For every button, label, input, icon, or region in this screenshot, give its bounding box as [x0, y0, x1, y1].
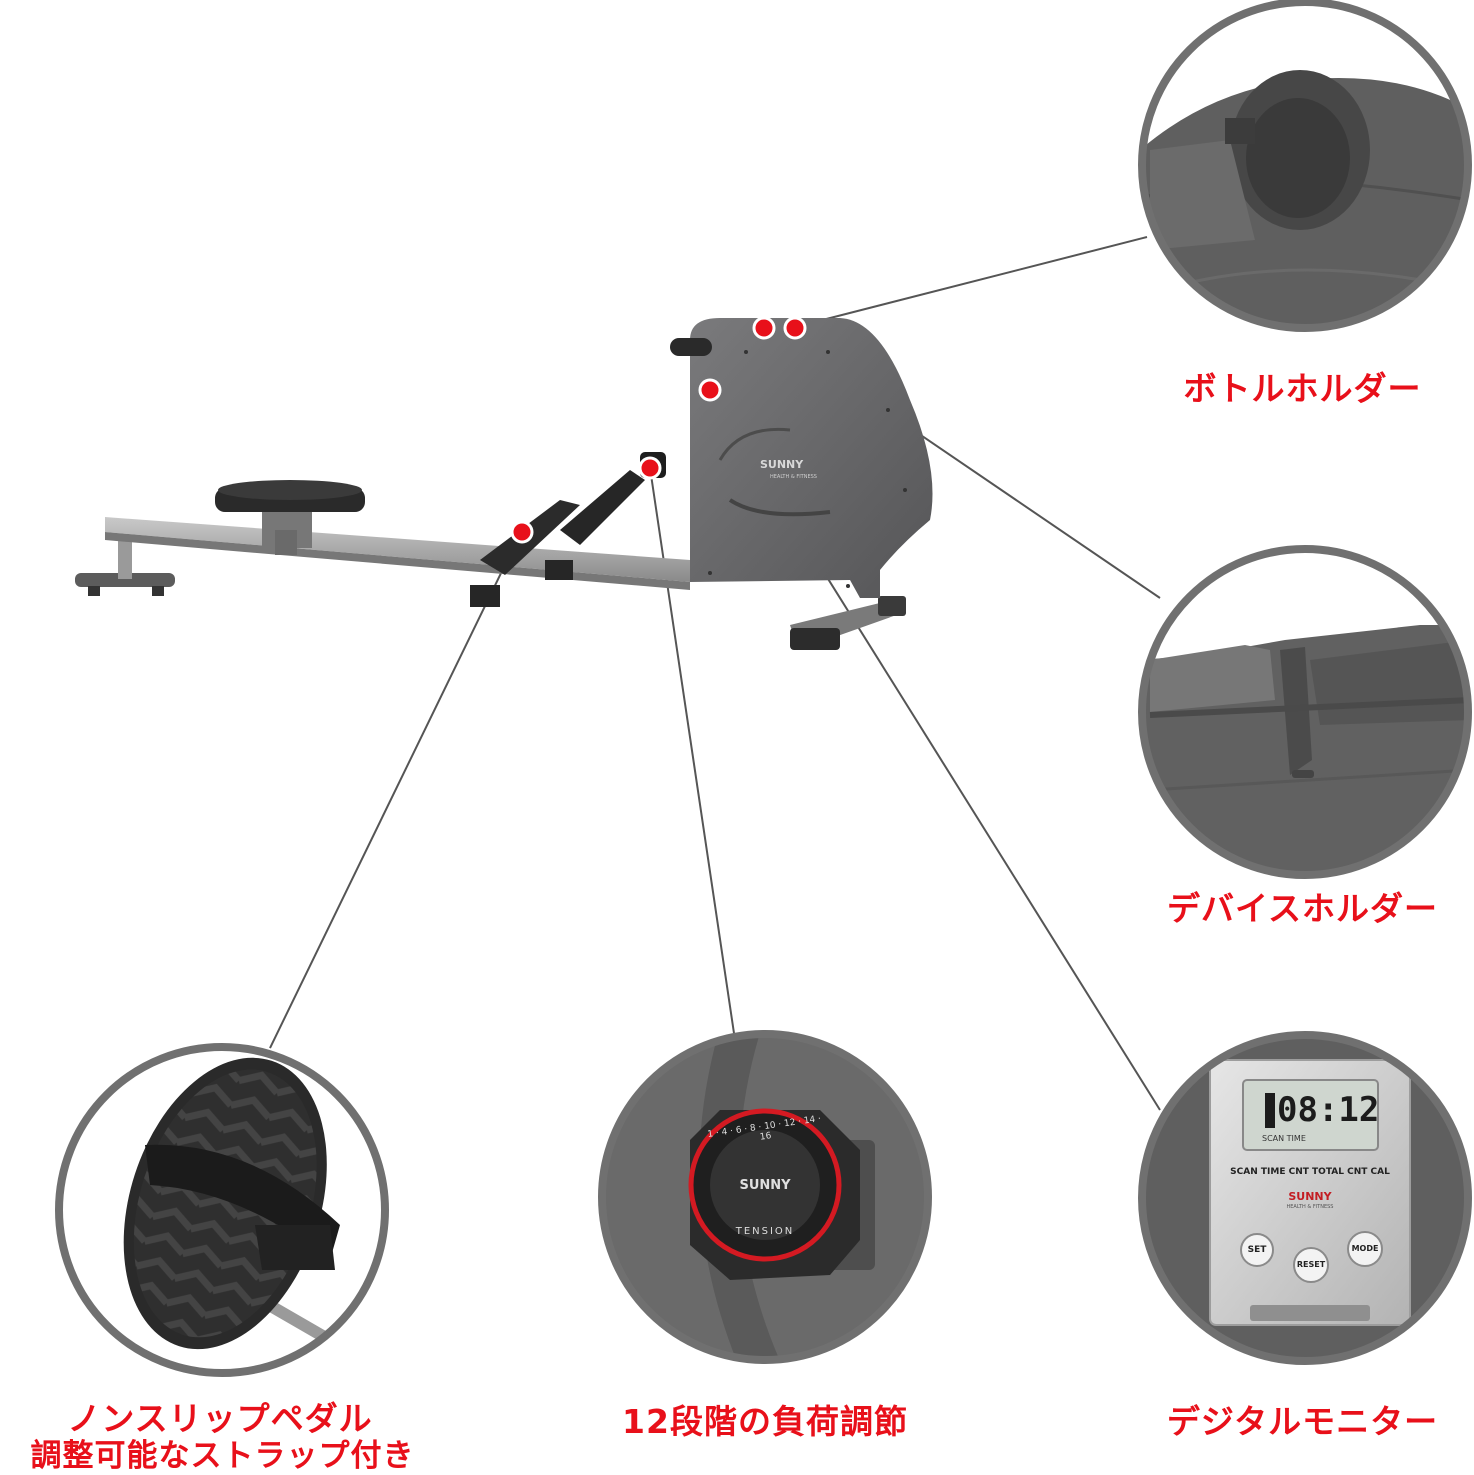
monitor-mode-list: SCAN TIME CNT TOTAL CNT CAL — [1230, 1167, 1390, 1177]
label-pedal-line2: 調整可能なストラップ付き — [30, 1438, 415, 1474]
monitor-lcd-value: 08:12 — [1277, 1090, 1380, 1130]
marker-tension-knob — [638, 456, 662, 480]
marker-bottle-holder — [752, 316, 776, 340]
marker-monitor — [698, 378, 722, 402]
zoom-tension-knob — [598, 1030, 932, 1364]
monitor-mode-button[interactable]: MODE — [1347, 1231, 1383, 1267]
marker-device-holder — [783, 316, 807, 340]
zoom-device-holder — [1138, 545, 1472, 879]
monitor-sublogo: HEALTH & FITNESS — [1286, 1204, 1334, 1210]
label-bottle-holder: ボトルホルダー — [1183, 369, 1422, 408]
feature-markers — [510, 316, 807, 544]
label-digital-monitor: デジタルモニター — [1166, 1402, 1439, 1441]
label-pedal-line1: ノンスリップペダル — [67, 1399, 373, 1438]
zoom-bottle-holder — [1138, 0, 1472, 332]
label-device-holder: デバイスホルダー — [1166, 889, 1438, 928]
housing-sublogo: HEALTH & FITNESS — [770, 474, 817, 480]
monitor-lcd: 08:12 — [1277, 1090, 1380, 1130]
housing-logo: SUNNY — [760, 458, 804, 471]
zoom-pedal — [55, 1043, 389, 1377]
monitor-logo: SUNNY — [1288, 1190, 1332, 1203]
tension-caption: TENSION — [735, 1226, 795, 1237]
label-resistance: 12段階の負荷調節 — [622, 1402, 908, 1441]
rowing-machine: SUNNY HEALTH & FITNESS — [75, 318, 933, 650]
monitor-reset-button[interactable]: RESET — [1293, 1247, 1329, 1283]
tension-logo: SUNNY — [739, 1178, 791, 1193]
marker-pedal — [510, 520, 534, 544]
monitor-lcd-mode: SCAN TIME — [1262, 1134, 1306, 1143]
monitor-set-button[interactable]: SET — [1240, 1233, 1274, 1267]
